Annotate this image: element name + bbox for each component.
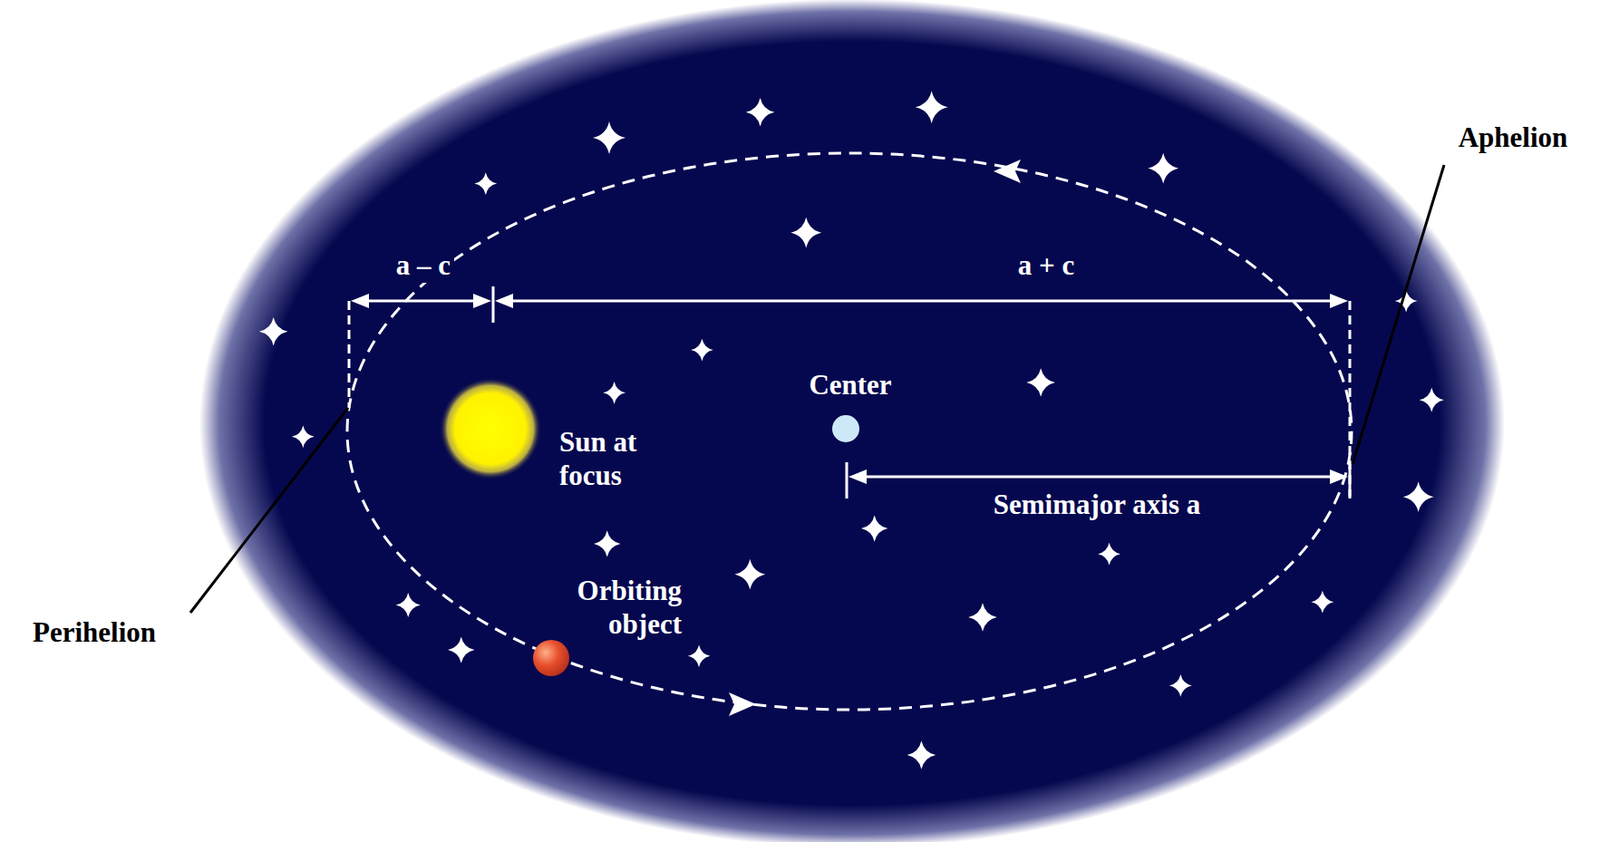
star — [968, 602, 998, 632]
star — [602, 381, 626, 405]
stars — [259, 90, 1445, 770]
star — [396, 592, 421, 618]
callout-label: Perihelion — [32, 615, 156, 650]
star — [593, 530, 621, 557]
node-text: Center — [808, 368, 892, 402]
orbit-path — [347, 153, 1352, 710]
star — [592, 121, 626, 155]
star — [1147, 153, 1179, 185]
star — [259, 317, 289, 347]
star — [734, 559, 766, 591]
star — [474, 172, 497, 195]
orbit-arrowhead — [728, 692, 757, 717]
sun-label: Sun at focus — [559, 425, 696, 493]
node-text: Orbiting object — [527, 573, 682, 641]
sky-ellipse — [199, 0, 1505, 842]
orbit-arrowhead — [993, 159, 1021, 184]
star — [1419, 387, 1445, 413]
callout-label: Aphelion — [1458, 120, 1569, 155]
dimension-label: a – c — [392, 248, 455, 282]
orbiting-object — [533, 640, 570, 677]
dimension-label: Semimajor axis a — [993, 487, 1201, 522]
star — [907, 740, 937, 770]
center-dot — [832, 415, 860, 443]
star — [291, 425, 315, 448]
dimension-label: a + c — [1018, 248, 1075, 282]
dimension-lines — [349, 286, 1350, 499]
star — [1169, 674, 1193, 698]
star — [1403, 481, 1435, 513]
star — [915, 90, 949, 124]
sun — [439, 378, 542, 480]
star — [690, 339, 714, 362]
star — [861, 514, 888, 542]
star — [1097, 543, 1121, 566]
node-text: Sun at focus — [559, 425, 696, 493]
star — [447, 636, 475, 663]
star — [790, 217, 822, 249]
star — [746, 97, 776, 127]
star — [1310, 591, 1334, 614]
star — [1026, 368, 1056, 398]
star — [688, 644, 711, 668]
leader-line — [190, 407, 349, 613]
leader-line — [1352, 164, 1445, 465]
dimension-arrowheads — [350, 293, 1348, 485]
orbiting-object-label: Orbiting object — [527, 573, 682, 641]
center-label: Center — [808, 368, 892, 402]
